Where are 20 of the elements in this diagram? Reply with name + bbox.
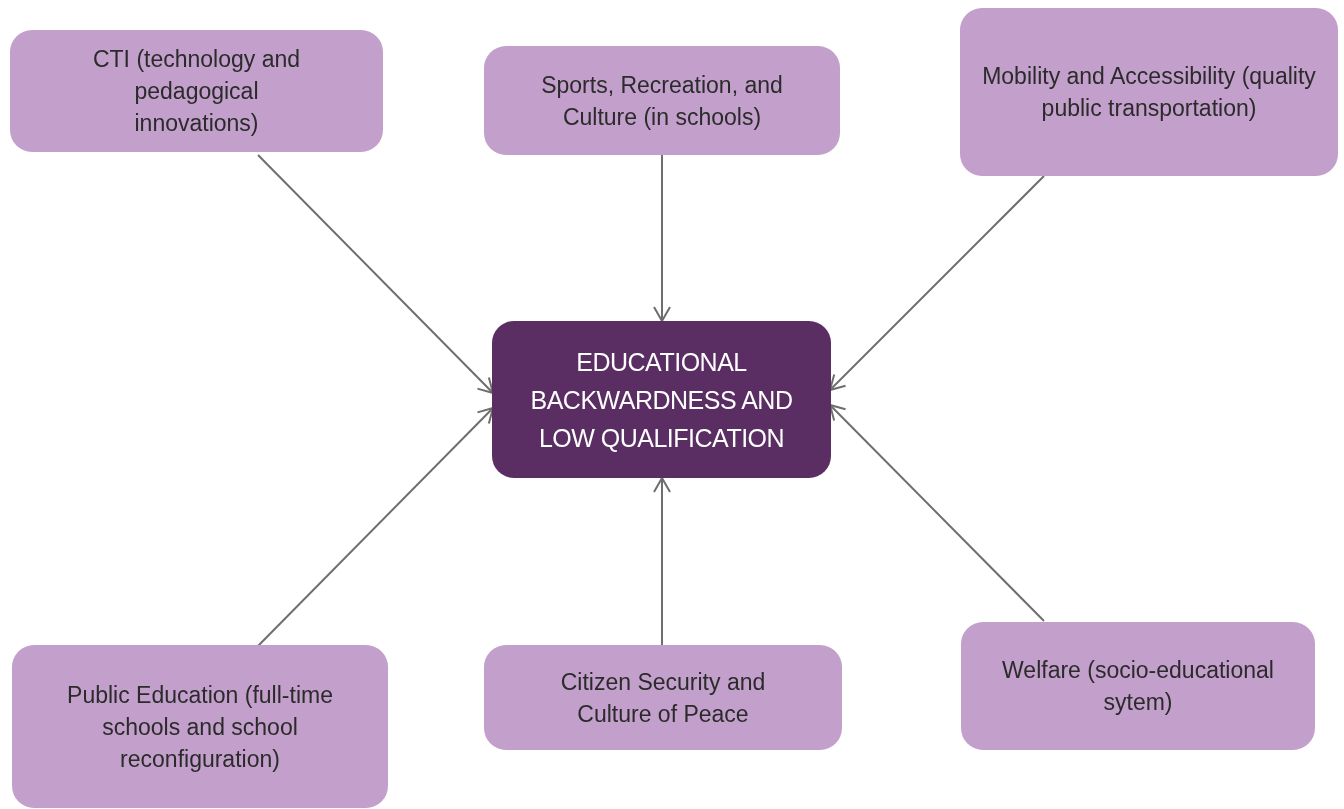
- box-text: EDUCATIONAL BACKWARDNESS AND LOW QUALIFICATION: [529, 346, 794, 454]
- factor-box: [10, 30, 383, 152]
- factor-box: [960, 8, 1338, 176]
- box-text: Public Education (full-time schools and school reconfiguration): [66, 680, 334, 774]
- arrow: [829, 175, 1045, 391]
- box-text: Mobility and Accessibility (quality public transportation): [981, 62, 1317, 123]
- arrow: [256, 407, 494, 648]
- arrow: [653, 154, 671, 322]
- problem-box: [492, 321, 831, 478]
- arrow: [653, 477, 671, 646]
- factor-box: [484, 645, 842, 750]
- box-text: Welfare (socio-educational sytem): [1001, 656, 1275, 717]
- factor-box: [484, 46, 840, 155]
- box-text: CTI (technology and pedagogical innovations): [91, 45, 302, 138]
- factor-box: [12, 645, 388, 808]
- arrow: [257, 154, 494, 394]
- factor-box: [961, 622, 1315, 750]
- arrow: [829, 404, 1045, 622]
- box-text: Sports, Recreation, and Culture (in schools): [540, 70, 784, 132]
- box-text: Citizen Security and Culture of Peace: [559, 667, 767, 729]
